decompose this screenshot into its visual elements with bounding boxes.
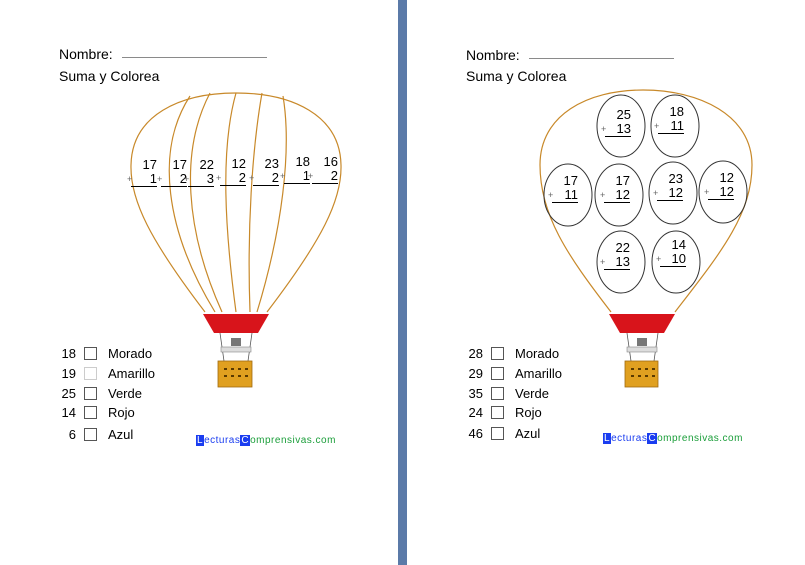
color-checkbox[interactable] xyxy=(84,428,97,441)
addition-problem: 22+13 xyxy=(600,240,630,270)
worksheet-page-left: Nombre: Suma y Colorea 17+1 17+2 22+3 12… xyxy=(0,0,398,565)
legend-number: 46 xyxy=(468,426,483,441)
legend-color-name: Morado xyxy=(515,346,560,361)
lecturas-comprensivas-logo: LecturasComprensivas.com xyxy=(603,433,743,444)
legend-number: 19 xyxy=(61,366,76,381)
legend-color-name: Verde xyxy=(515,386,549,401)
addition-problem: 23+12 xyxy=(653,171,683,201)
color-checkbox[interactable] xyxy=(491,406,504,419)
nombre-label: Nombre: xyxy=(466,47,520,63)
legend-number: 24 xyxy=(468,405,483,420)
legend-color-name: Verde xyxy=(108,386,142,401)
balloon-circles-illustration xyxy=(539,89,753,388)
addition-problem: 17+2 xyxy=(157,157,187,187)
balloon-basket xyxy=(624,360,659,388)
legend-number: 18 xyxy=(61,346,76,361)
lecturas-comprensivas-logo: LecturasComprensivas.com xyxy=(196,435,336,446)
addition-problem: 16+2 xyxy=(308,154,338,184)
addition-problem: 18+1 xyxy=(280,154,310,184)
legend-color-name: Rojo xyxy=(515,405,542,420)
legend-number: 29 xyxy=(468,366,483,381)
legend-number: 28 xyxy=(468,346,483,361)
legend-color-name: Azul xyxy=(515,426,541,441)
legend-color-name: Amarillo xyxy=(515,366,562,381)
legend-number: 35 xyxy=(468,386,483,401)
worksheet-page-right: Nombre: Suma y Colorea 25+13 1 xyxy=(407,0,805,565)
legend-color-name: Morado xyxy=(108,346,153,361)
color-checkbox[interactable] xyxy=(84,406,97,419)
page-subtitle: Suma y Colorea xyxy=(466,68,567,84)
addition-problem: 22+3 xyxy=(184,157,214,187)
color-checkbox[interactable] xyxy=(491,427,504,440)
balloon-basket xyxy=(217,360,253,388)
color-checkbox[interactable] xyxy=(491,367,504,380)
legend-color-name: Amarillo xyxy=(108,366,155,381)
name-line xyxy=(529,58,674,59)
color-checkbox[interactable] xyxy=(84,347,97,360)
addition-problem: 17+12 xyxy=(600,173,630,203)
balloon-base-band xyxy=(203,314,269,333)
color-checkbox[interactable] xyxy=(84,367,97,380)
addition-problem: 18+11 xyxy=(654,104,684,134)
legend-color-name: Azul xyxy=(108,427,134,442)
balloon-striped-illustration xyxy=(130,92,342,388)
addition-problem: 17+11 xyxy=(548,173,578,203)
addition-problem: 23+2 xyxy=(249,156,279,186)
legend-color-name: Rojo xyxy=(108,405,135,420)
addition-problem: 12+2 xyxy=(216,156,246,186)
addition-problem: 12+12 xyxy=(704,170,734,200)
color-checkbox[interactable] xyxy=(84,387,97,400)
legend-number: 25 xyxy=(61,386,76,401)
addition-problem: 17+1 xyxy=(127,157,157,187)
color-checkbox[interactable] xyxy=(491,347,504,360)
page-subtitle: Suma y Colorea xyxy=(59,68,160,84)
addition-problem: 14+10 xyxy=(656,237,686,267)
legend-number: 6 xyxy=(68,427,76,442)
balloon-base-band xyxy=(609,314,675,333)
legend-number: 14 xyxy=(61,405,76,420)
nombre-label: Nombre: xyxy=(59,46,113,62)
color-checkbox[interactable] xyxy=(491,387,504,400)
addition-problem: 25+13 xyxy=(601,107,631,137)
name-line xyxy=(122,57,267,58)
